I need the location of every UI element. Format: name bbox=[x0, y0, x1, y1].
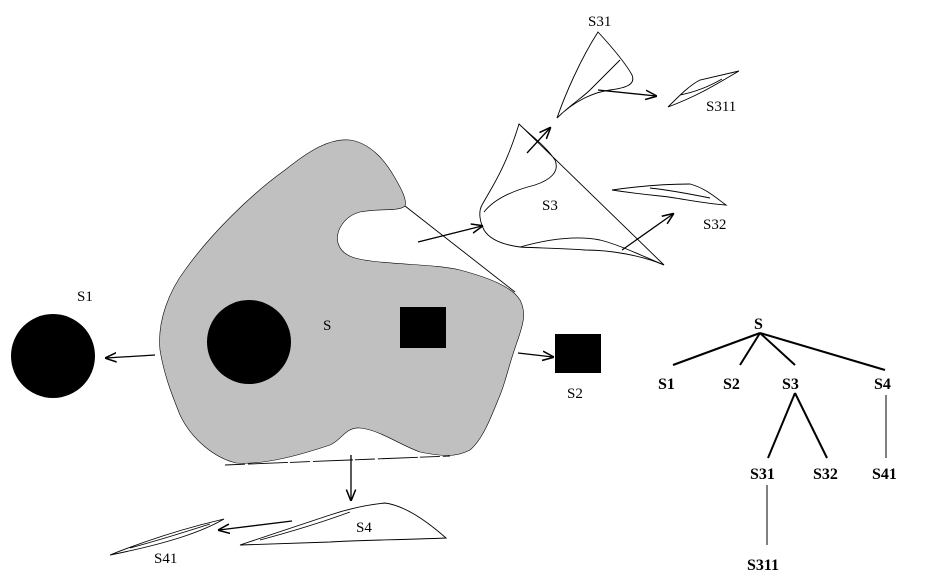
tree-node-s32: S32 bbox=[813, 466, 838, 483]
region-s-bottom-edge bbox=[224, 455, 451, 466]
circle-s1 bbox=[11, 314, 95, 398]
square-s2 bbox=[555, 334, 601, 373]
label-s311: S311 bbox=[706, 99, 736, 115]
piece-s41 bbox=[109, 518, 225, 556]
tree-edge-s-s1 bbox=[672, 332, 761, 366]
label-s3: S3 bbox=[542, 198, 558, 214]
tree-node-s31: S31 bbox=[750, 466, 775, 483]
arrow-to-s32 bbox=[621, 214, 673, 251]
decomposition-tree: S S1 S2 S3 S4 S31 S32 S41 S311 bbox=[658, 316, 897, 574]
arrow-to-s3 bbox=[417, 226, 482, 243]
label-s32: S32 bbox=[703, 217, 726, 233]
piece-s311 bbox=[667, 70, 740, 108]
tree-edge-s-s3 bbox=[759, 332, 796, 366]
arrow-to-s31 bbox=[526, 128, 550, 154]
circle-in-s bbox=[207, 300, 291, 384]
arrow-to-s311 bbox=[597, 89, 656, 96]
label-s31: S31 bbox=[588, 14, 611, 30]
piece-s4 bbox=[239, 502, 448, 546]
piece-s3 bbox=[479, 123, 665, 266]
tree-node-s311: S311 bbox=[747, 557, 779, 574]
piece-s3-inner bbox=[519, 237, 665, 266]
tree-node-s1: S1 bbox=[658, 376, 675, 393]
label-s: S bbox=[323, 318, 331, 334]
arrow-to-s41 bbox=[219, 520, 293, 530]
tree-edge-s-s2 bbox=[739, 332, 761, 366]
arrow-to-s1 bbox=[106, 355, 156, 358]
piece-s32 bbox=[611, 183, 728, 206]
region-s-cut-line bbox=[404, 205, 516, 293]
tree-node-s2: S2 bbox=[723, 376, 740, 393]
label-s4: S4 bbox=[356, 520, 372, 536]
tree-edge-s3-s32 bbox=[794, 392, 828, 459]
tree-node-s4: S4 bbox=[874, 376, 891, 393]
piece-s31 bbox=[556, 31, 634, 119]
tree-edge-s-s4 bbox=[759, 332, 886, 371]
square-in-s bbox=[400, 307, 446, 348]
label-s2: S2 bbox=[567, 386, 583, 402]
region-s bbox=[159, 139, 524, 464]
arrow-to-s2 bbox=[517, 353, 553, 357]
label-s1: S1 bbox=[77, 289, 93, 305]
tree-edge-s3-s31 bbox=[767, 392, 796, 459]
tree-node-s: S bbox=[754, 316, 763, 333]
label-s41: S41 bbox=[154, 551, 177, 567]
tree-node-s41: S41 bbox=[872, 466, 897, 483]
tree-node-s3: S3 bbox=[782, 376, 799, 393]
